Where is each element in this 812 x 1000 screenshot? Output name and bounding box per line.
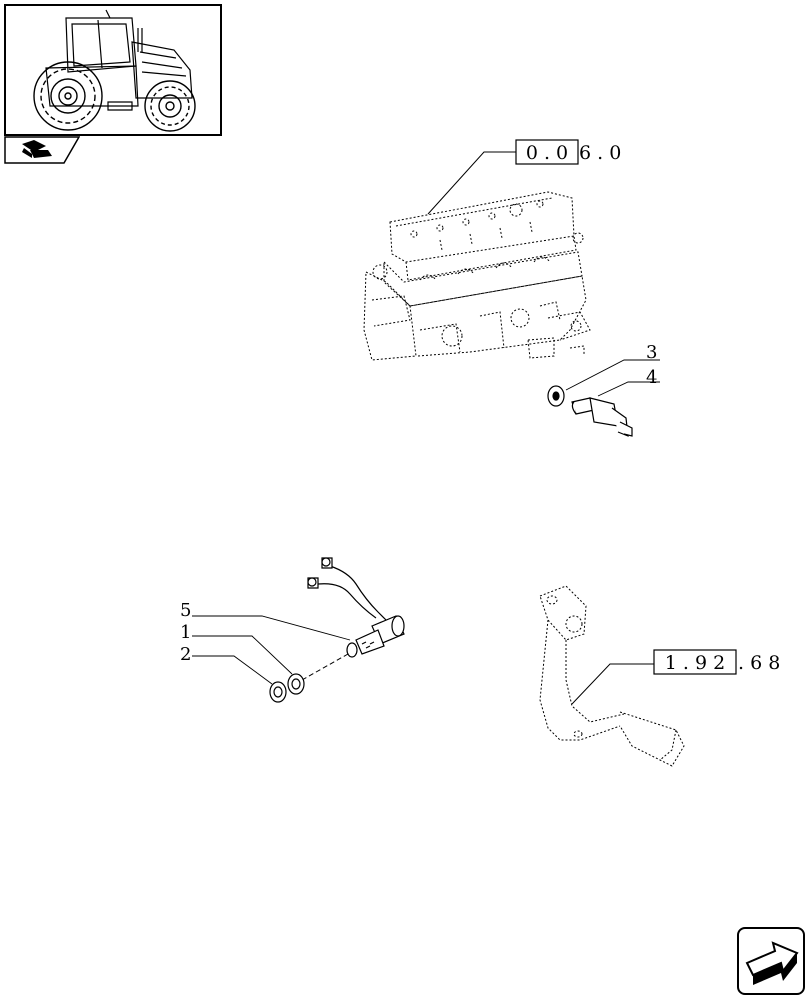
engine-ref-boxed: 0 . 0 — [526, 142, 568, 164]
part-3-washer — [547, 385, 565, 407]
pedal-ref-boxed: 1 . 9 2 — [665, 652, 725, 674]
engine-ref-box — [515, 139, 579, 165]
part-4-sensor — [571, 397, 633, 437]
pedal-ref-box — [653, 649, 737, 675]
part-3-leader — [565, 359, 660, 391]
callout-3: 3 — [646, 342, 657, 363]
part-1-washer — [287, 673, 305, 695]
part-2-leader — [192, 655, 273, 685]
tractor-thumbnail — [4, 4, 222, 136]
callout-2: 2 — [180, 644, 191, 665]
callout-4: 4 — [646, 367, 657, 388]
engine-ref-rest: 6 . 0 — [579, 142, 621, 164]
part-5-leader — [192, 615, 351, 641]
part-5-switch — [307, 557, 405, 658]
callout-5: 5 — [180, 600, 191, 621]
part-4-leader — [597, 381, 660, 397]
engine-block — [363, 191, 591, 361]
part-2-nut — [269, 681, 287, 703]
book-icon — [22, 140, 52, 158]
tractor-icon — [33, 9, 196, 132]
clutch-pedal — [539, 585, 685, 767]
engine-leader-line — [427, 151, 516, 215]
next-page-arrow-icon — [745, 941, 799, 985]
part-1-leader — [192, 635, 293, 675]
switch-center-line — [301, 653, 349, 681]
callout-1: 1 — [180, 622, 191, 643]
section-tab — [4, 136, 81, 164]
pedal-ref-rest: . 6 8 — [738, 652, 780, 674]
pedal-leader-line — [571, 663, 654, 705]
next-page-button[interactable] — [737, 927, 805, 995]
